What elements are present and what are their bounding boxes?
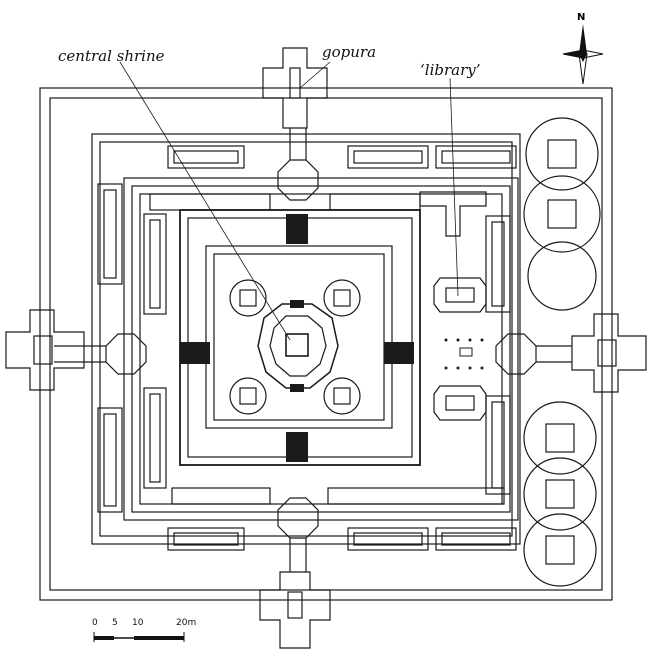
gallery-hall	[329, 193, 421, 211]
corner-tower-ne	[323, 279, 361, 317]
gallery-hall	[171, 487, 271, 505]
hall	[97, 407, 123, 513]
scale-bar-graphic	[93, 632, 185, 642]
hall	[435, 527, 517, 551]
scale-bar: 0 5 10 20m	[80, 618, 220, 648]
corner-tower-nw	[229, 279, 267, 317]
east-tower-group-north	[523, 117, 601, 311]
scale-tick-label: 10	[132, 618, 144, 628]
leader-gopura	[299, 61, 331, 89]
gopura-north	[262, 47, 328, 129]
hall	[485, 215, 511, 313]
raised-terrace	[179, 209, 421, 466]
inner-gate-east	[495, 333, 537, 375]
scale-tick-label: 5	[112, 618, 118, 628]
gopura-south	[259, 571, 331, 649]
leader-library	[449, 77, 459, 297]
hall	[167, 527, 245, 551]
gallery-hall	[149, 193, 271, 211]
corner-tower-se	[323, 377, 361, 415]
leader-central-shrine	[119, 61, 291, 341]
north-arrow-icon	[562, 24, 604, 84]
inner-gate-west	[105, 333, 147, 375]
library-north	[433, 277, 487, 313]
hall	[347, 145, 429, 169]
inner-gate-north	[277, 159, 319, 201]
central-shrine-label: central shrine	[58, 47, 165, 65]
gopura-west	[5, 309, 85, 391]
outer-enclosure-wall	[39, 87, 613, 601]
north-label: N	[577, 12, 586, 23]
hall	[485, 395, 511, 495]
hall	[97, 183, 123, 285]
hall	[347, 527, 429, 551]
corner-tower-sw	[229, 377, 267, 415]
t-shaped-building	[419, 191, 487, 237]
hall	[143, 213, 167, 315]
scale-tick-label: 0	[92, 618, 98, 628]
hall	[167, 145, 245, 169]
scale-tick-label: 20m	[176, 618, 197, 628]
library-label: ‘library’	[420, 61, 481, 79]
gopura-label: gopura	[322, 43, 377, 61]
hall	[143, 387, 167, 489]
central-shrine	[257, 303, 339, 389]
gallery-enclosure	[123, 177, 519, 521]
gallery-hall	[327, 487, 505, 505]
library-south	[433, 385, 487, 421]
stair-hatching	[180, 214, 414, 462]
hall	[435, 145, 517, 169]
east-tower-group-south	[523, 401, 597, 587]
gopura-east	[571, 313, 647, 393]
